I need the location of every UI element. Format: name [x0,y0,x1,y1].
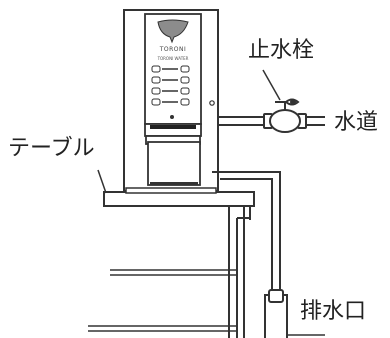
control-buttons [151,65,190,106]
water-ionizer-device: TORONI TORONI WATER [123,9,219,194]
table [88,191,255,338]
label-drain: 排水口 [300,299,366,324]
stop-valve-leader [262,69,281,101]
table-top [103,191,255,207]
side-indicator-icon [209,100,215,106]
dispense-area [147,141,201,186]
label-table: テーブル [8,136,95,161]
stop-valve [263,98,307,133]
brand-name: TORONI [159,46,187,53]
supply-pipe [218,116,325,126]
panel-caption: TORONI WATER [157,56,189,61]
drain-hose [212,171,288,338]
brand-logo-icon [157,19,189,44]
table-leader [97,169,107,194]
label-water-supply: 水道 [334,110,378,135]
label-stop-valve: 止水栓 [248,38,314,63]
